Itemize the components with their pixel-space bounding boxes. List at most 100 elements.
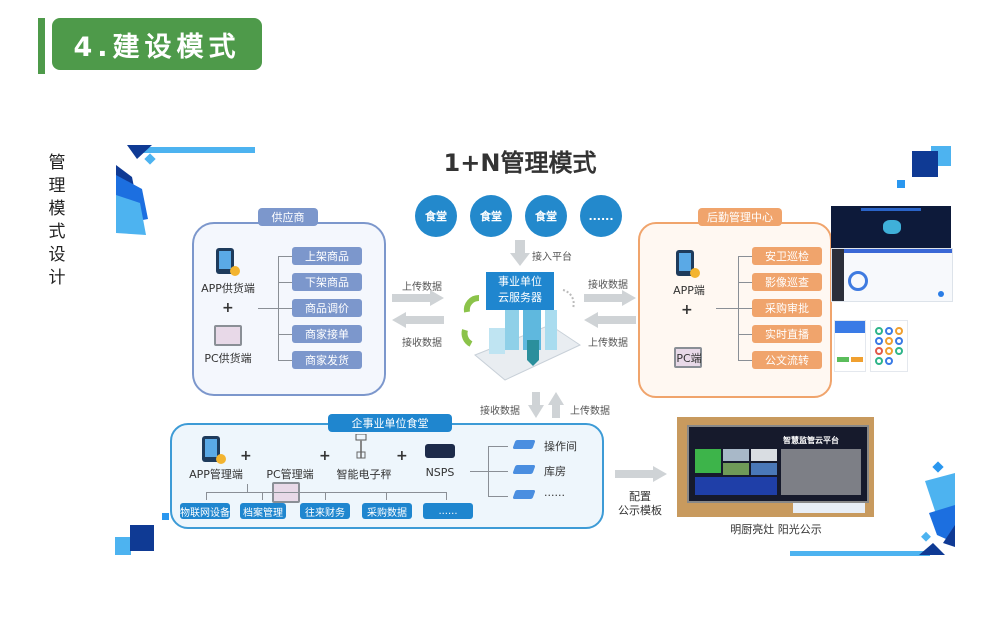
canteen-unit-panel-tab: 企事业单位食堂: [328, 414, 452, 432]
connector-line: [470, 471, 488, 472]
electronic-scale-icon: [355, 434, 367, 459]
server-label-line: 事业单位: [498, 275, 542, 288]
section-title: 4.建设模式: [52, 18, 262, 70]
camera-icon: [512, 490, 536, 499]
connector-line: [278, 308, 292, 309]
plus-sign: +: [681, 302, 693, 318]
display-caption: 明厨亮灶 阳光公示: [730, 523, 822, 536]
decor-square: [115, 537, 131, 555]
config-label: 公示模板: [618, 504, 662, 517]
canteen-circle-more: ......: [580, 195, 622, 237]
connector-line: [488, 496, 508, 497]
connector-line: [488, 446, 508, 447]
phone-icon: [216, 248, 240, 276]
pc-monitor-icon: [214, 325, 242, 346]
connector-line: [325, 492, 326, 500]
public-display-photo: 智慧监管云平台: [677, 417, 874, 517]
supplier-function-pill: 下架商品: [292, 273, 362, 291]
arrow-down-icon: [528, 392, 544, 418]
decor-shapes-top-left: [116, 145, 156, 235]
side-title-char: 式: [48, 222, 66, 242]
rear-function-pill: 实时直播: [752, 325, 822, 343]
connector-line: [278, 360, 292, 361]
side-title-char: 设: [48, 245, 66, 265]
supplier-function-pill: 上架商品: [292, 247, 362, 265]
left-receive-label: 接收数据: [402, 338, 442, 349]
canteen-module-pill: 档案管理: [240, 503, 286, 519]
plus-sign: +: [222, 300, 234, 316]
arrow-left-icon: [584, 312, 636, 328]
supplier-panel-tab: 供应商: [258, 208, 318, 226]
connector-line: [386, 492, 387, 500]
header-accent-bar: [38, 18, 45, 74]
rear-function-pill: 安卫巡检: [752, 247, 822, 265]
rear-function-pill: 影像巡查: [752, 273, 822, 291]
side-title-char: 管: [48, 153, 66, 173]
connector-line: [738, 360, 752, 361]
arrow-right-icon: [615, 466, 667, 482]
canteen-module-pill: 往来财务: [300, 503, 350, 519]
camera-location-label: 操作间: [544, 440, 577, 453]
rear-function-pill: 采购审批: [752, 299, 822, 317]
decor-square: [897, 180, 905, 188]
decor-square: [130, 525, 154, 551]
connector-line: [488, 471, 508, 472]
decor-shapes-bottom-right: [919, 461, 955, 555]
connector-line: [738, 282, 752, 283]
rear-function-pill: 公文流转: [752, 351, 822, 369]
connector-line: [446, 492, 447, 500]
decor-square: [912, 151, 938, 177]
arrow-up-icon: [548, 392, 564, 418]
canteen-module-pill: 采购数据: [362, 503, 412, 519]
supplier-function-pill: 商家接单: [292, 325, 362, 343]
server-label-line: 云服务器: [498, 291, 542, 304]
plus-sign: +: [319, 448, 331, 464]
canteen-module-pill: 物联网设备: [180, 503, 230, 519]
decor-line-bottom: [790, 551, 930, 556]
canteen-device-label: 智能电子秤: [336, 468, 392, 481]
rear-app-label: APP端: [673, 284, 705, 297]
canteen-circle: 食堂: [415, 195, 457, 237]
rear-pc-label: PC端: [676, 352, 702, 365]
right-upload-label: 上传数据: [588, 338, 628, 349]
config-label: 配置: [629, 490, 651, 503]
display-title: 智慧监管云平台: [783, 436, 839, 445]
side-title-char: 理: [48, 176, 66, 196]
connector-line: [278, 334, 292, 335]
diagram-title: 1+N管理模式: [443, 149, 597, 177]
supplier-app-label: APP供货端: [201, 282, 255, 295]
connector-line: [262, 492, 263, 500]
connector-line: [206, 492, 207, 500]
left-upload-label: 上传数据: [402, 282, 442, 293]
phone-icon: [676, 250, 700, 278]
side-title-char: 模: [48, 199, 66, 219]
camera-icon: [512, 440, 536, 449]
canteen-device-label: PC管理端: [266, 468, 314, 481]
cloud-server-label: 事业单位 云服务器: [486, 272, 554, 310]
mobile-menu-screenshot: [870, 320, 908, 372]
bottom-upload-label: 上传数据: [570, 406, 610, 417]
dashboard-screenshot-dark: [831, 206, 951, 248]
bottom-receive-label: 接收数据: [480, 406, 520, 417]
supplier-function-pill: 商家发货: [292, 351, 362, 369]
nsps-device-icon: [425, 444, 455, 458]
side-vertical-title: 管 理 模 式 设 计: [44, 152, 70, 290]
decor-square: [162, 513, 169, 520]
connector-line: [738, 334, 752, 335]
connector-line: [716, 308, 738, 309]
camera-location-label: ......: [544, 486, 565, 499]
mobile-screenshot: [834, 320, 866, 372]
connector-line: [278, 282, 292, 283]
access-label: 接入平台: [532, 252, 572, 263]
rear-panel-tab: 后勤管理中心: [698, 208, 782, 226]
supplier-pc-label: PC供货端: [204, 352, 252, 365]
connector-line: [258, 308, 278, 309]
plus-sign: +: [240, 448, 252, 464]
canteen-circle: 食堂: [525, 195, 567, 237]
decor-line-top: [140, 147, 255, 153]
cloud-server-illustration: [461, 289, 582, 381]
camera-icon: [512, 465, 536, 474]
supplier-function-pill: 商品调价: [292, 299, 362, 317]
canteen-device-label: APP管理端: [189, 468, 243, 481]
display-screen: 智慧监管云平台: [687, 425, 869, 503]
